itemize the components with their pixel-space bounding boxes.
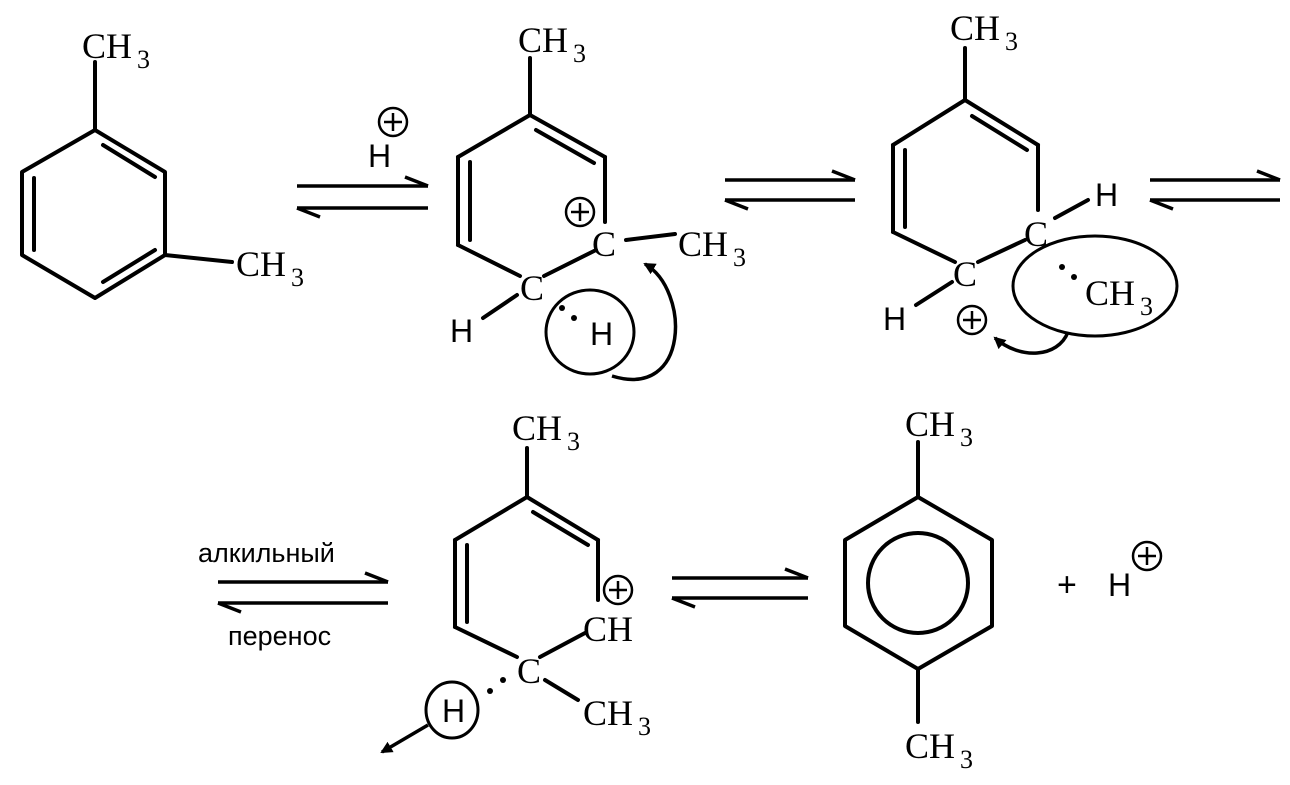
sigma-complex-2: CH 3 H C C H CH 3 xyxy=(883,8,1179,355)
svg-text:CH: CH xyxy=(950,8,1000,48)
methyl-top: CH 3 xyxy=(512,408,580,456)
svg-text:3: 3 xyxy=(733,243,746,272)
svg-text:3: 3 xyxy=(1140,292,1153,321)
svg-text:3: 3 xyxy=(1005,27,1018,56)
svg-text:C: C xyxy=(517,651,541,691)
svg-text:3: 3 xyxy=(137,45,150,74)
proton-product: + H xyxy=(1057,540,1163,604)
methyl-top: CH 3 xyxy=(905,404,973,452)
svg-text:CH: CH xyxy=(905,726,955,766)
svg-text:C: C xyxy=(953,254,977,294)
svg-text:3: 3 xyxy=(567,427,580,456)
molecule-p-xylene: CH 3 CH 3 xyxy=(843,404,994,774)
molecule-m-xylene: CH 3 CH 3 xyxy=(20,26,304,300)
equilibrium-arrow-3 xyxy=(1149,169,1281,211)
svg-text:H: H xyxy=(442,693,465,729)
svg-text:+: + xyxy=(1057,566,1077,604)
ch-cation: CH xyxy=(583,609,633,649)
sigma-complex-1: CH 3 C CH 3 C H H xyxy=(450,20,746,381)
svg-text:CH: CH xyxy=(518,20,568,60)
methyl-right: CH 3 xyxy=(678,224,746,272)
svg-text:3: 3 xyxy=(573,39,586,68)
svg-text:H: H xyxy=(450,313,473,349)
methyl-bottom: CH 3 xyxy=(905,726,973,774)
methyl-top: CH 3 xyxy=(518,20,586,68)
equilibrium-arrow-2 xyxy=(724,169,856,211)
svg-text:CH: CH xyxy=(678,224,728,264)
methyl-top: CH 3 xyxy=(82,26,150,74)
svg-text:алкильный: алкильный xyxy=(198,538,335,568)
svg-text:перенос: перенос xyxy=(228,621,331,651)
svg-text:CH: CH xyxy=(82,26,132,66)
svg-text:H: H xyxy=(1108,567,1131,603)
svg-text:CH: CH xyxy=(236,244,286,284)
svg-text:CH: CH xyxy=(905,404,955,444)
svg-text:3: 3 xyxy=(960,423,973,452)
methyl-top: CH 3 xyxy=(950,8,1018,56)
alkyl-transfer-arrow: алкильный перенос xyxy=(198,538,389,651)
equilibrium-arrow-1: H xyxy=(296,106,429,219)
svg-text:CH: CH xyxy=(583,693,633,733)
svg-text:CH: CH xyxy=(1085,273,1135,313)
migrating-methyl: CH 3 xyxy=(1085,273,1153,321)
svg-text:CH: CH xyxy=(583,609,633,649)
svg-text:CH: CH xyxy=(512,408,562,448)
svg-text:3: 3 xyxy=(638,712,651,741)
sigma-complex-3: CH 3 CH C CH 3 H xyxy=(380,408,651,754)
svg-text:H: H xyxy=(1095,177,1118,213)
methyl-right: CH 3 xyxy=(236,244,304,292)
svg-text:H: H xyxy=(590,316,613,352)
svg-text:H: H xyxy=(883,301,906,337)
svg-text:3: 3 xyxy=(960,745,973,774)
svg-text:C: C xyxy=(520,268,544,308)
equilibrium-arrow-4 xyxy=(671,567,809,609)
methyl-bottom: CH 3 xyxy=(583,693,651,741)
svg-text:H: H xyxy=(368,138,391,174)
svg-text:C: C xyxy=(592,224,616,264)
svg-text:3: 3 xyxy=(291,263,304,292)
